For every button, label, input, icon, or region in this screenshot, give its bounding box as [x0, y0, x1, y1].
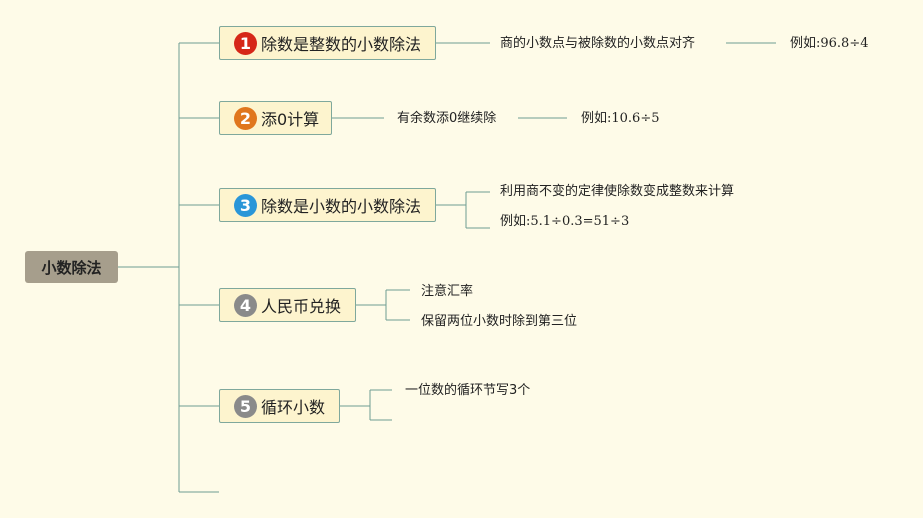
branch-2-detail-1: 有余数添0继续除 [397, 111, 497, 126]
number-badge-4: 4 [234, 293, 257, 317]
branch-5-node: 5 循环小数 [219, 389, 340, 423]
branch-3-detail-1: 利用商不变的定律使除数变成整数来计算 [500, 184, 735, 199]
branch-4-detail-2: 保留两位小数时除到第三位 [421, 314, 578, 329]
root-label: 小数除法 [41, 258, 102, 277]
number-badge-1: 1 [234, 31, 257, 55]
branch-4-label: 人民币兑换 [261, 297, 342, 316]
branch-1-node: 1 除数是整数的小数除法 [219, 26, 436, 60]
number-badge-5: 5 [234, 394, 257, 418]
branch-3-node: 3 除数是小数的小数除法 [219, 188, 436, 222]
branch-2-node: 2 添0计算 [219, 101, 332, 135]
branch-5-label: 循环小数 [261, 398, 326, 417]
branch-1-detail-2: 例如:96.8÷4 [790, 36, 869, 51]
number-badge-3: 3 [234, 193, 257, 217]
root-node: 小数除法 [25, 251, 118, 283]
branch-4-detail-1: 注意汇率 [421, 284, 474, 299]
branch-2-detail-2: 例如:10.6÷5 [581, 111, 660, 126]
number-badge-2: 2 [234, 106, 257, 130]
branch-5-detail-1: 一位数的循环节写3个 [405, 383, 531, 398]
branch-3-detail-2: 例如:5.1÷0.3=51÷3 [500, 214, 630, 229]
branch-1-detail-1: 商的小数点与被除数的小数点对齐 [500, 36, 696, 51]
branch-4-node: 4 人民币兑换 [219, 288, 356, 322]
branch-1-label: 除数是整数的小数除法 [261, 35, 422, 54]
branch-3-label: 除数是小数的小数除法 [261, 197, 422, 216]
branch-2-label: 添0计算 [261, 110, 320, 129]
